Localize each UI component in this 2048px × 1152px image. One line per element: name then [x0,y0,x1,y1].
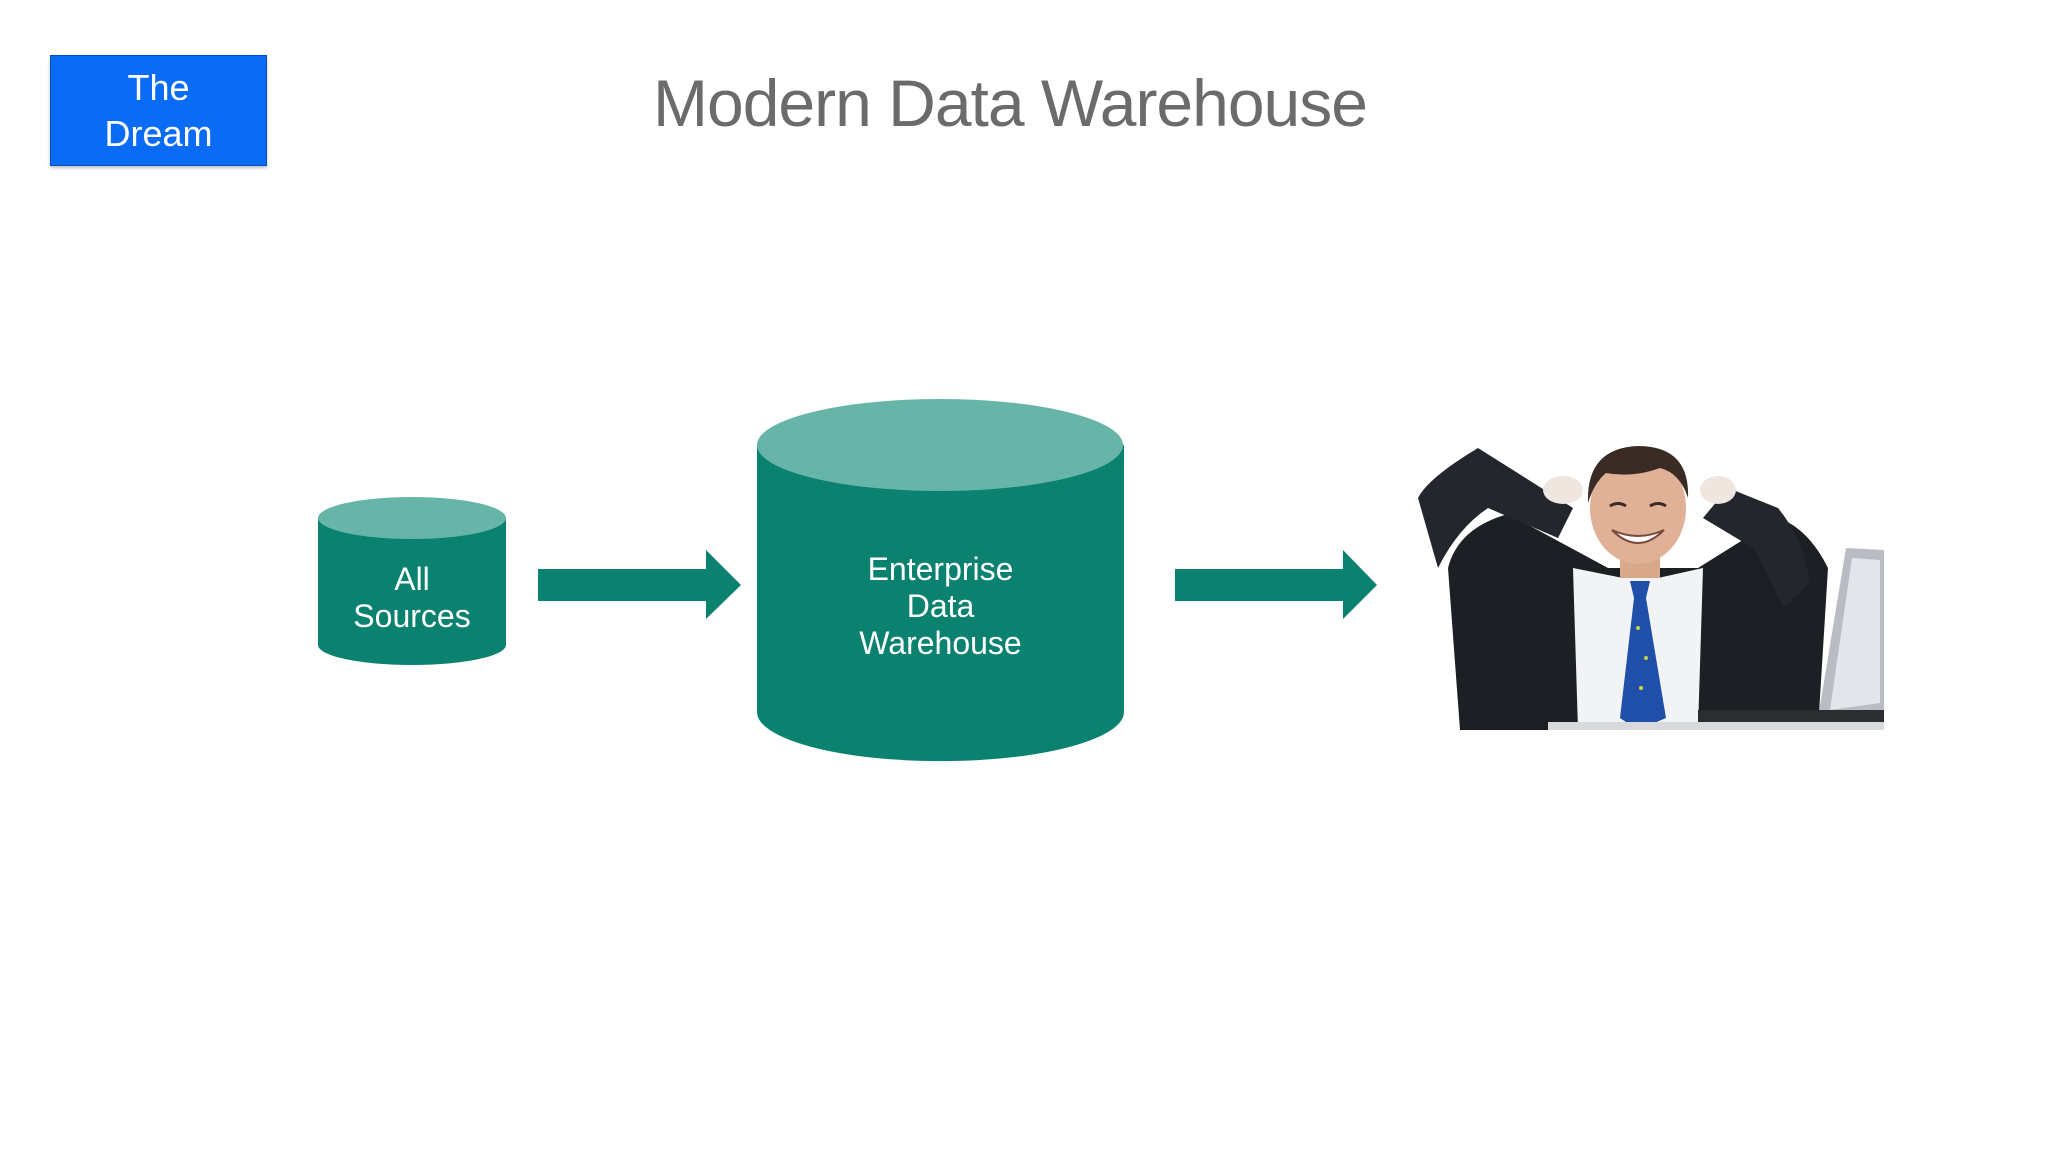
badge-line-1: The [127,66,190,108]
page-title: Modern Data Warehouse [653,66,1368,140]
sources-label: All Sources [318,561,506,635]
warehouse-line-1: Enterprise [867,551,1014,587]
badge-line-2: Dream [104,112,213,154]
relaxed-businessman-photo [1398,418,1884,730]
warehouse-line-3: Warehouse [859,625,1022,661]
arrow-sources-to-warehouse [538,550,741,619]
warehouse-label: Enterprise Data Warehouse [757,551,1124,662]
the-dream-badge: The Dream [50,55,267,166]
sources-line-2: Sources [353,598,471,634]
arrow-warehouse-to-user [1175,550,1377,619]
warehouse-line-2: Data [906,588,975,624]
sources-cylinder [318,497,506,665]
warehouse-cylinder [757,399,1124,762]
sources-line-1: All [394,561,430,597]
